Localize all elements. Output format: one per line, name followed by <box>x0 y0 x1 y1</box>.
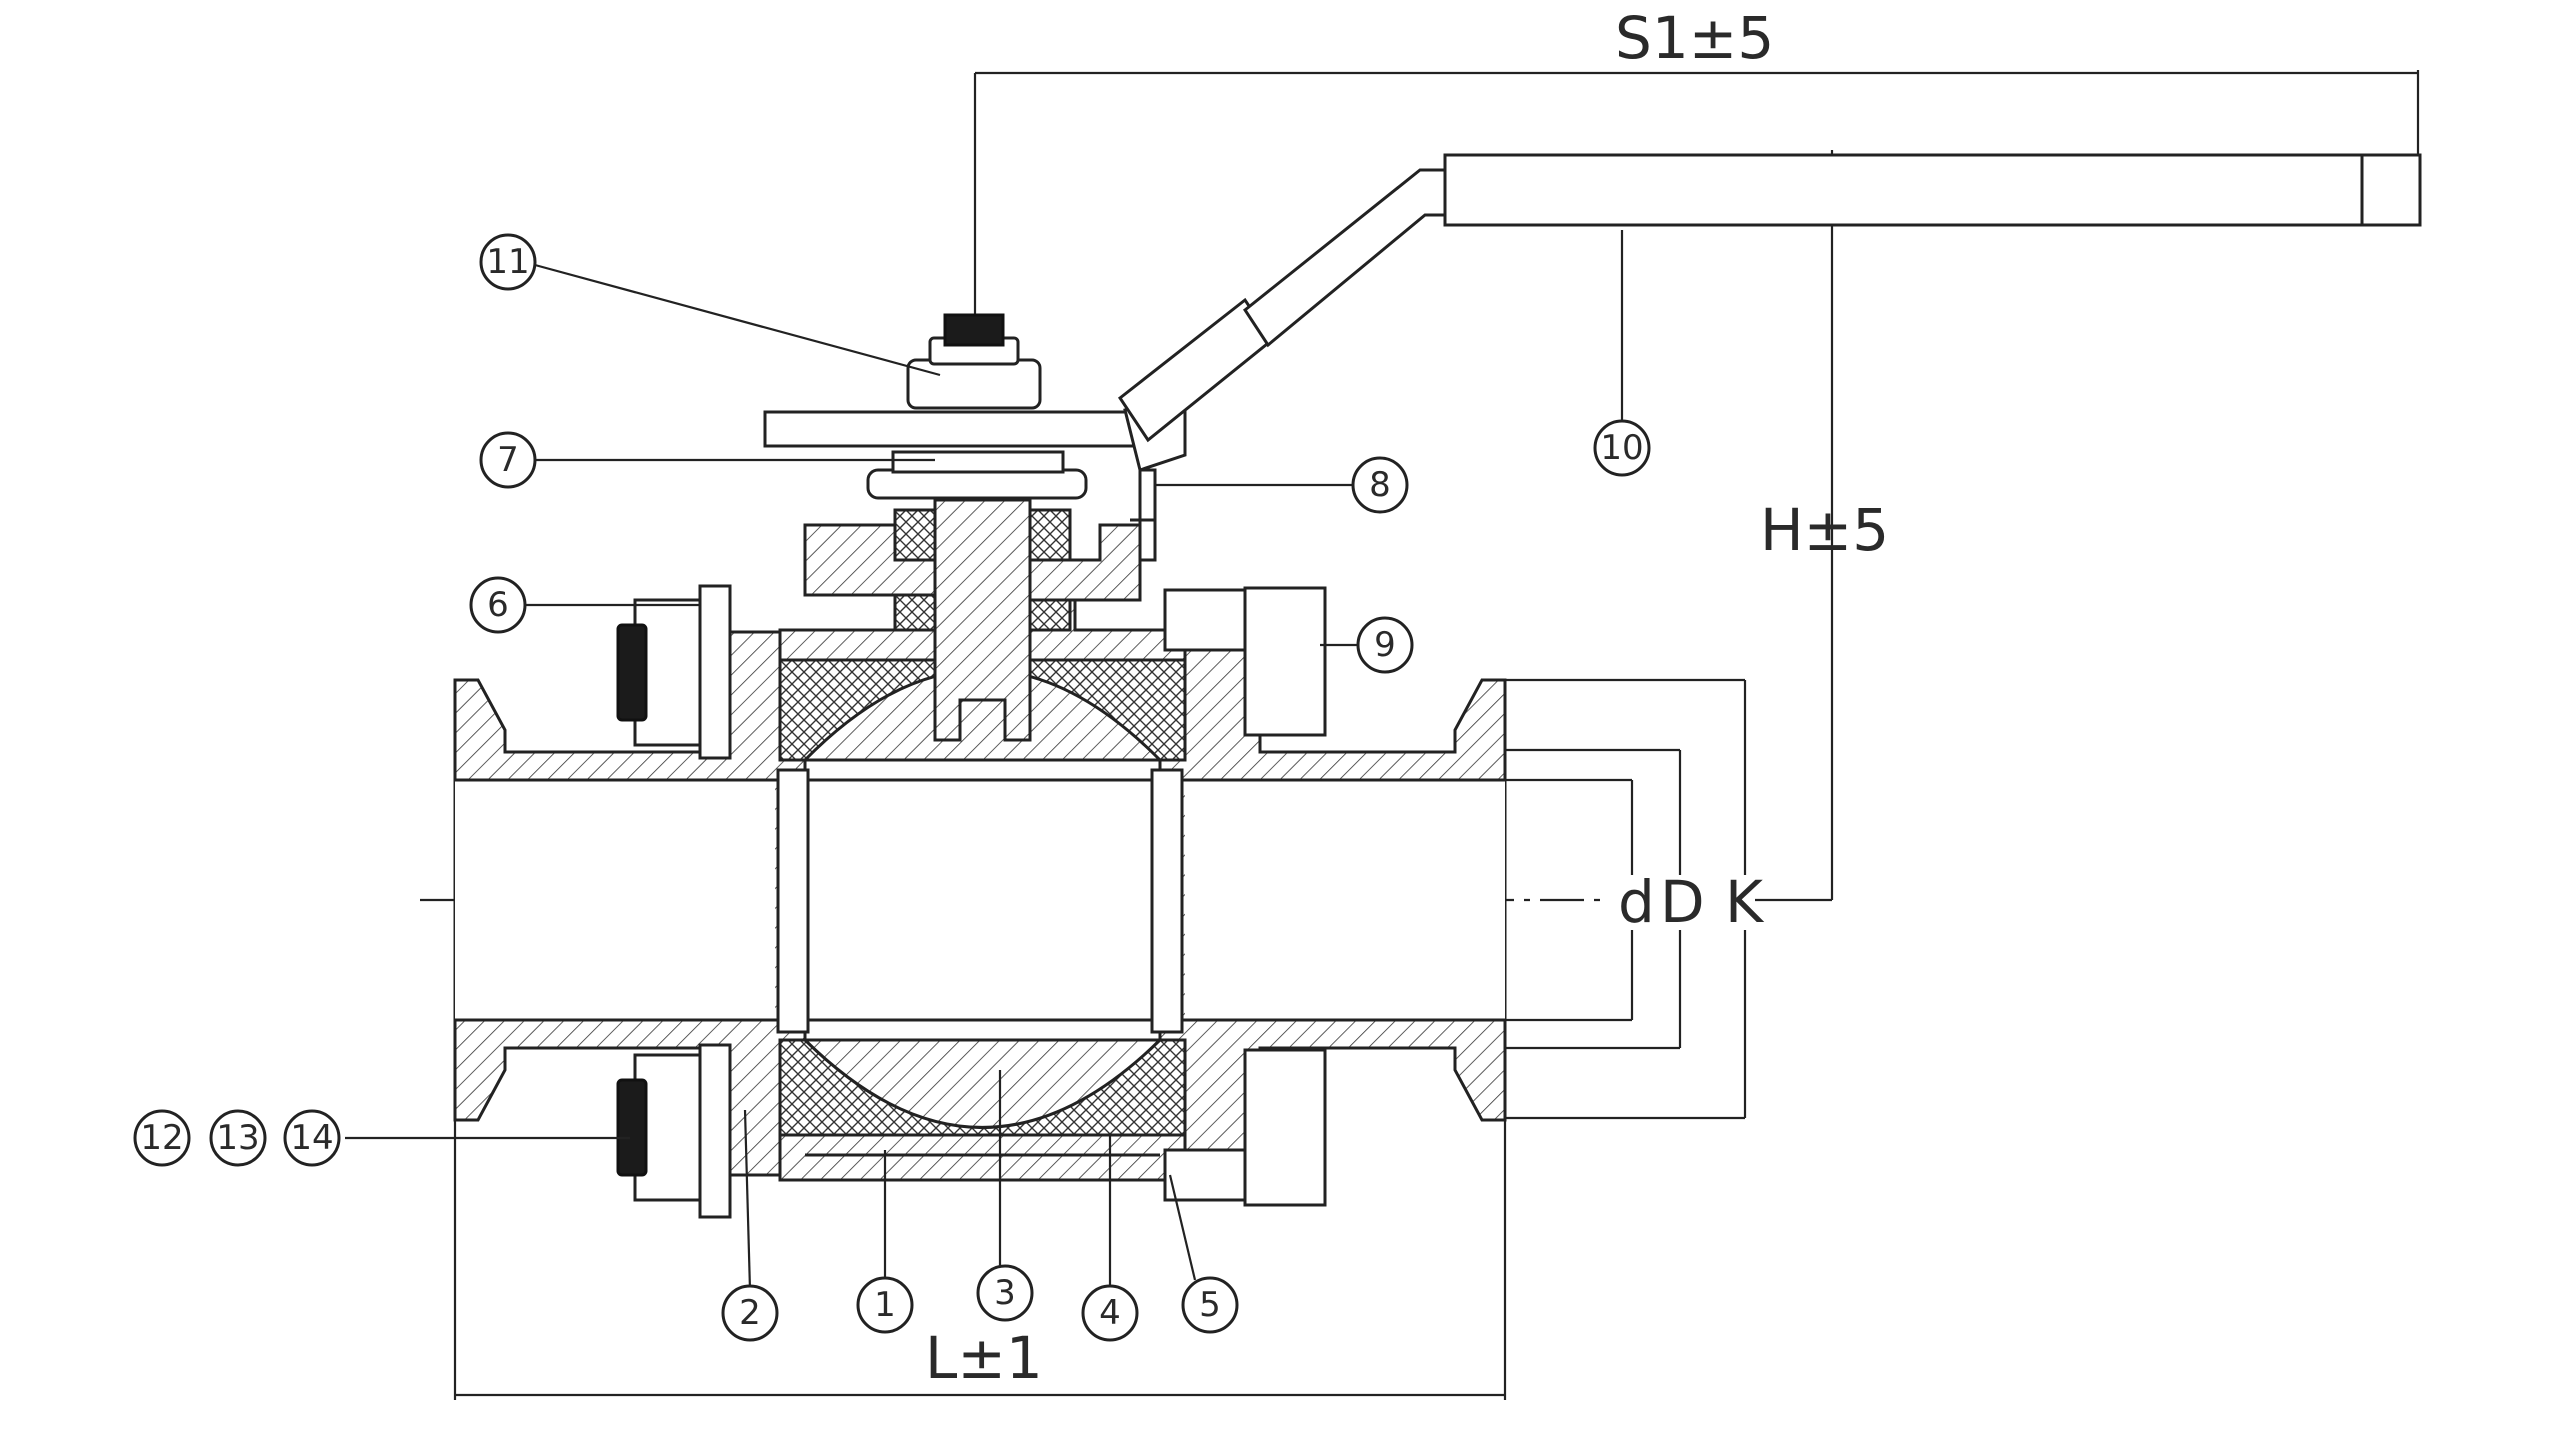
svg-text:1: 1 <box>874 1285 896 1325</box>
balloon-12: 12 <box>133 1109 191 1167</box>
svg-text:7: 7 <box>497 440 519 480</box>
svg-text:12: 12 <box>140 1118 183 1158</box>
svg-text:14: 14 <box>290 1118 333 1158</box>
balloon-13: 13 <box>209 1109 267 1167</box>
balloon-11: 11 <box>479 233 537 291</box>
balloon-9: 9 <box>1356 616 1414 674</box>
svg-text:10: 10 <box>1600 428 1643 468</box>
handle-lever <box>1117 297 1275 443</box>
balloon-5: 5 <box>1181 1276 1239 1334</box>
balloon-3: 3 <box>976 1264 1034 1322</box>
part-balloons: 11 7 8 6 9 10 12 13 14 2 1 3 4 5 <box>133 233 1651 1342</box>
svg-text:9: 9 <box>1374 625 1396 665</box>
svg-text:8: 8 <box>1369 465 1391 505</box>
svg-text:3: 3 <box>994 1273 1016 1313</box>
balloon-6: 6 <box>469 576 527 634</box>
handle-assembly <box>763 153 2422 562</box>
leader-lines <box>345 230 1624 1291</box>
balloon-1: 1 <box>856 1276 914 1334</box>
balloon-4: 4 <box>1081 1284 1139 1342</box>
balloon-14: 14 <box>283 1109 341 1167</box>
dimension-h-label: H±5 <box>1760 496 1889 564</box>
balloon-10: 10 <box>1593 419 1651 477</box>
dimension-d-large-label: D <box>1660 868 1705 936</box>
balloon-8: 8 <box>1351 456 1409 514</box>
svg-text:2: 2 <box>739 1293 761 1333</box>
dimension-d-small-label: d <box>1618 868 1655 936</box>
dimension-k-label: K <box>1725 868 1765 936</box>
valve-body <box>453 498 1507 1182</box>
svg-text:13: 13 <box>216 1118 259 1158</box>
dimension-l-label: L±1 <box>925 1324 1043 1392</box>
balloon-7: 7 <box>479 431 537 489</box>
stop-plate <box>763 410 1157 448</box>
svg-text:4: 4 <box>1099 1293 1121 1333</box>
dimension-s1-label: S1±5 <box>1615 4 1774 72</box>
svg-text:11: 11 <box>486 242 529 282</box>
body-bolts <box>616 584 1327 1219</box>
ball-lower <box>801 1038 1164 1129</box>
stem-nut <box>906 358 1042 410</box>
svg-text:5: 5 <box>1199 1285 1221 1325</box>
svg-text:6: 6 <box>487 585 509 625</box>
balloon-2: 2 <box>721 1284 779 1342</box>
